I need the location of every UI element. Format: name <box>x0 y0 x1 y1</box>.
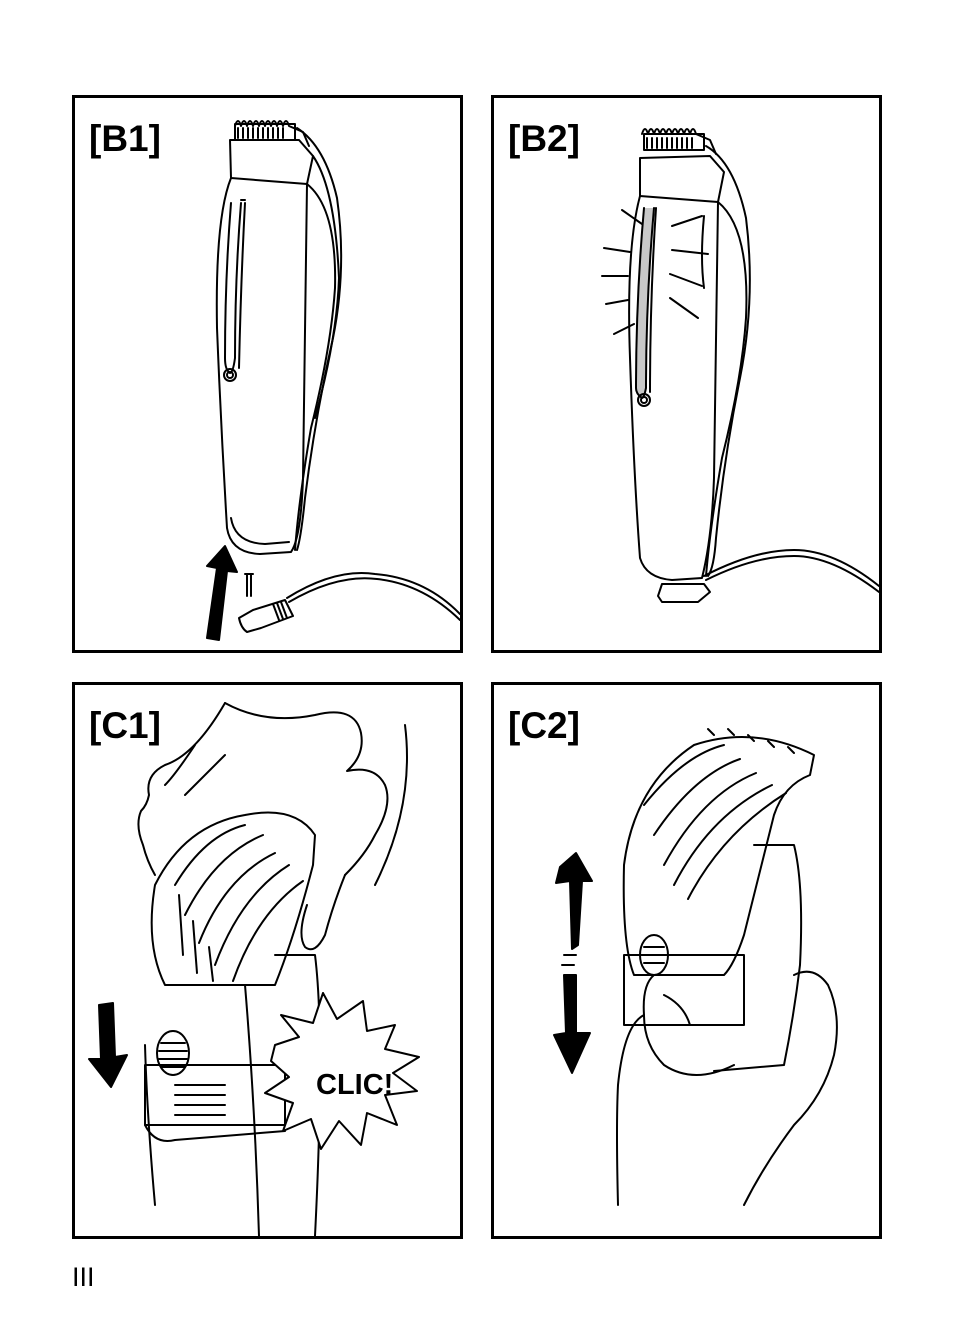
panel-label: [B1] <box>89 118 161 160</box>
panel-b2: [B2] <box>491 95 882 653</box>
panel-label: [B2] <box>508 118 580 160</box>
panel-label: [C2] <box>508 705 580 747</box>
clipper-charging-illustration <box>494 98 879 650</box>
panel-b1: [B1] <box>72 95 463 653</box>
panel-c1: [C1] CLIC! <box>72 682 463 1239</box>
panel-label: [C1] <box>89 705 161 747</box>
clipper-unplugged-illustration <box>75 98 460 650</box>
clic-callout: CLIC! <box>316 1069 393 1102</box>
panel-c2: [C2] <box>491 682 882 1239</box>
comb-adjusting-illustration <box>494 685 879 1236</box>
page-number: III <box>72 1262 95 1293</box>
comb-attaching-illustration <box>75 685 460 1236</box>
